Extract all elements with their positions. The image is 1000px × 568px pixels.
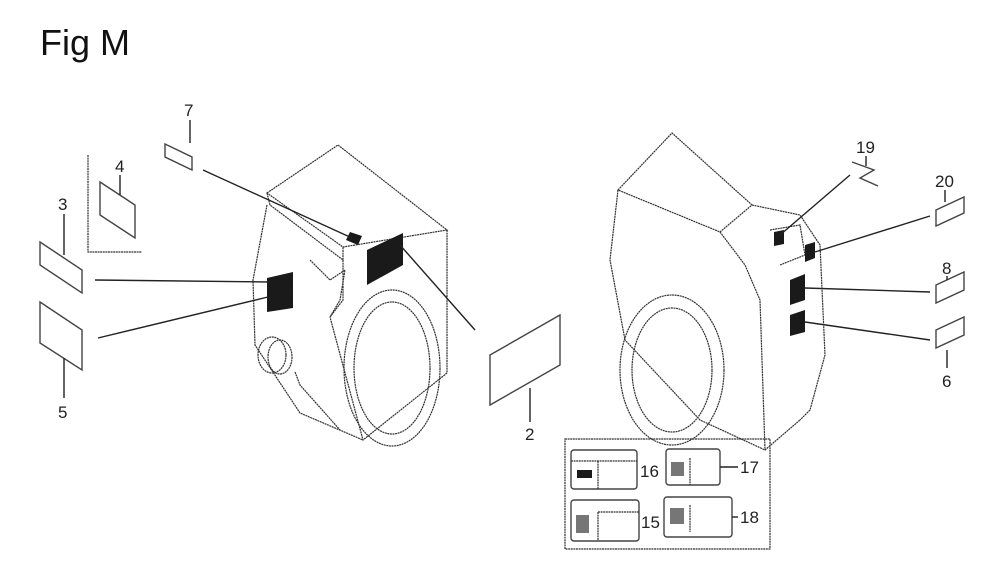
callout-3: 3 [58, 195, 67, 214]
callout-7: 7 [184, 101, 193, 120]
decal-2 [489, 313, 561, 407]
decal-5 [39, 300, 83, 372]
decal-8 [935, 270, 965, 305]
decal-3 [39, 240, 83, 295]
callout-19: 19 [856, 138, 875, 157]
inset-labels-box [564, 438, 771, 550]
callout-15: 15 [641, 513, 660, 532]
decal-6 [935, 315, 965, 350]
callout-6: 6 [942, 372, 951, 391]
callout-17: 17 [740, 458, 759, 477]
callout-5: 5 [58, 403, 67, 422]
decal-19 [851, 161, 879, 187]
callout-20: 20 [935, 172, 954, 191]
callout-16: 16 [640, 462, 659, 481]
callout-2: 2 [525, 425, 534, 444]
decal-4 [99, 180, 136, 240]
figure-title: Fig M [40, 22, 130, 63]
left-engine [252, 144, 449, 447]
decal-20 [935, 195, 965, 228]
bracket-line [87, 155, 142, 253]
callout-8: 8 [942, 259, 951, 278]
callout-18: 18 [740, 508, 759, 527]
decal-7 [164, 142, 193, 172]
callout-4: 4 [115, 157, 124, 176]
right-engine [609, 132, 826, 451]
leader-lines [63, 120, 948, 422]
